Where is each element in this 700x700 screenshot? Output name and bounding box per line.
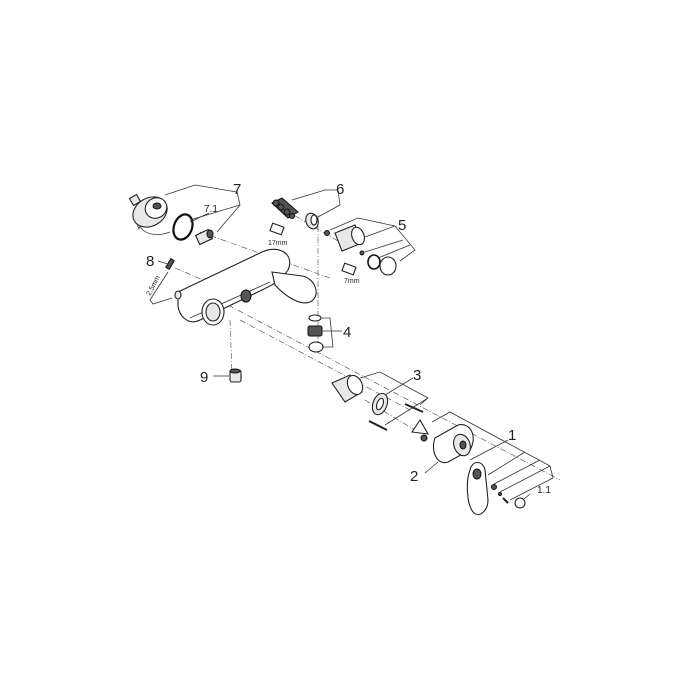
part-7.1-o-ring [172,213,194,241]
label-1.1: 1.1 [537,485,551,496]
label-7.1: 7.1 [204,204,218,215]
part-4-aerator [307,314,324,353]
label-5: 5 [398,217,406,234]
wrench-17mm [269,222,285,236]
label-7mm: 7mm [344,278,360,285]
label-17mm: 17mm [268,240,288,247]
leader-lines [157,184,554,501]
label-6: 6 [336,181,344,198]
part-2-cover [411,418,474,464]
label-3: 3 [413,367,421,384]
part-3-cartridge [331,374,424,431]
part-8-grub-screw [165,257,175,271]
label-8: 8 [146,253,154,270]
axis-lines [174,209,561,481]
label-2: 2 [410,468,418,485]
part-6-cartridge [271,197,319,230]
part-5-components [324,224,397,276]
part-7-diverter [128,193,171,235]
label-9: 9 [200,369,208,386]
label-7: 7 [233,181,241,198]
hex-key [149,271,173,305]
part-1-lever [466,461,526,516]
mixer-body [174,248,317,326]
part-7-check-valve [194,228,214,246]
part-9-plug [229,368,242,383]
label-4: 4 [343,324,351,341]
label-1: 1 [508,427,516,444]
